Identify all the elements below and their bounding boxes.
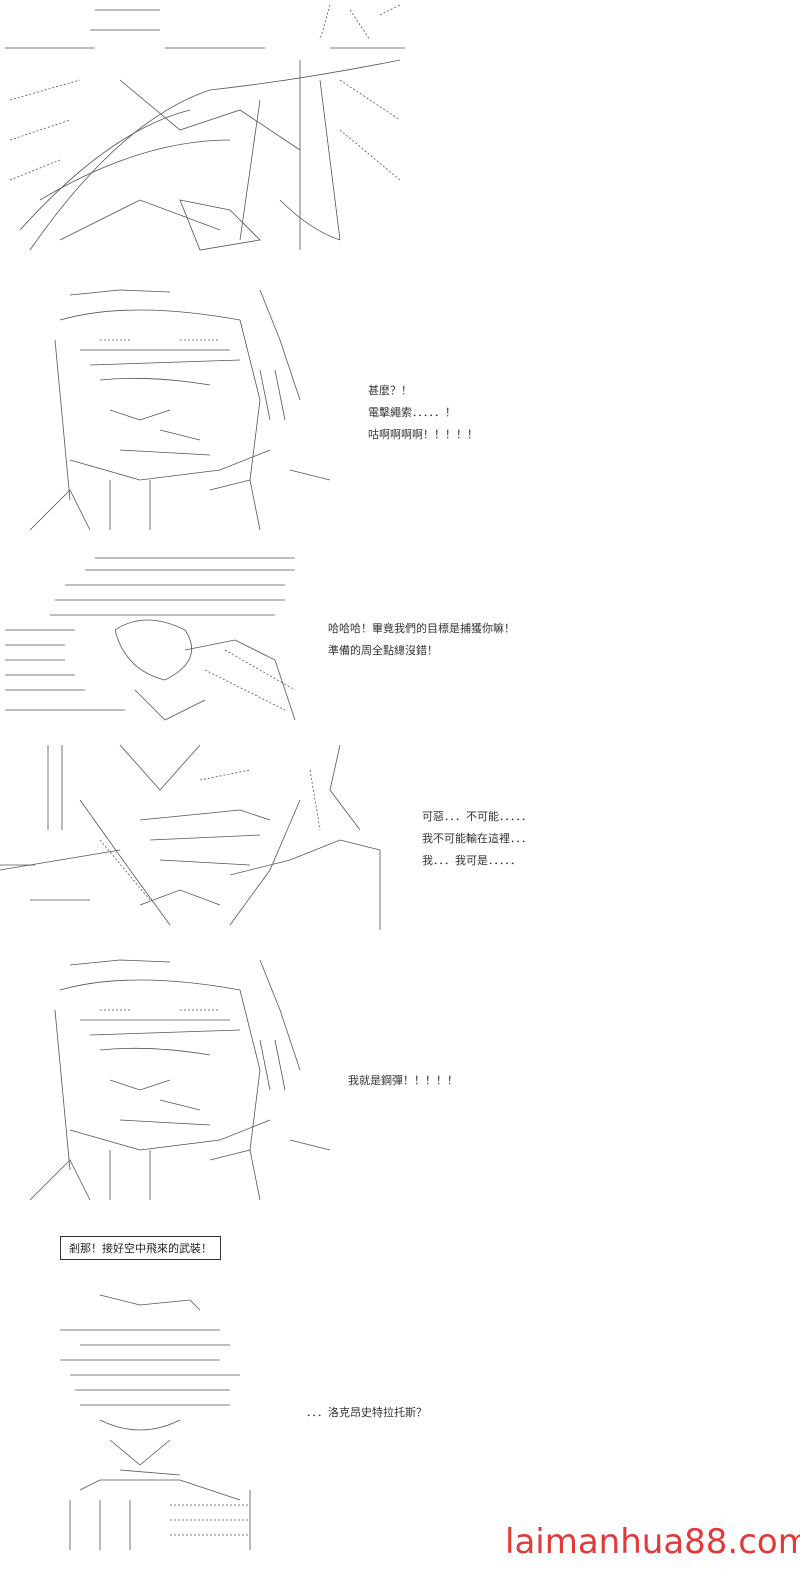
character-ascii-art bbox=[60, 1294, 251, 1550]
panel-bound: 可惡．．．不可能．．．．． 我不可能輸在這裡．．． 我．．．我可是．．．．． bbox=[0, 740, 800, 940]
dialog-line: 電擊繩索．．．．．！ bbox=[368, 406, 456, 419]
dialog-line: 準備的周全點總沒錯！ bbox=[328, 644, 438, 657]
dialog-line: 我就是鋼彈！！！！！ bbox=[348, 1074, 458, 1087]
dialog-block: 可惡．．．不可能．．．．． 我不可能輸在這裡．．． 我．．．我可是．．．．． bbox=[422, 806, 532, 872]
dialog-line: 我不可能輸在這裡．．． bbox=[422, 832, 532, 845]
dialog-line: 我．．．我可是．．．．． bbox=[422, 854, 521, 867]
armored-character-ascii-art bbox=[5, 557, 296, 721]
dialog-line: 咕啊啊啊啊！！！！！ bbox=[368, 428, 478, 441]
bound-character-ascii-art bbox=[0, 744, 381, 930]
dialog-block: 哈哈哈！畢竟我們的目標是捕獲你嘛！ 準備的周全點總沒錯！ bbox=[328, 618, 515, 662]
dialog-line: ．．．洛克昂史特拉托斯？ bbox=[306, 1406, 427, 1419]
panel-armored: 哈哈哈！畢竟我們的目標是捕獲你嘛！ 準備的周全點總沒錯！ bbox=[0, 550, 800, 730]
panel-face-1: 甚麼？！ 電擊繩索．．．．．！ 咕啊啊啊啊！！！！！ bbox=[0, 280, 800, 540]
panel-face-2: 我就是鋼彈！！！！！ bbox=[0, 950, 800, 1210]
dialog-line: 哈哈哈！畢竟我們的目標是捕獲你嘛！ bbox=[328, 622, 515, 635]
watermark: laimanhua88.com bbox=[505, 1522, 800, 1562]
explosion-ascii-art bbox=[5, 4, 405, 251]
dialog-line: 甚麼？！ bbox=[368, 384, 412, 397]
character-face-ascii-art bbox=[29, 289, 331, 531]
dialog-line: 可惡．．．不可能．．．．． bbox=[422, 810, 532, 823]
caption-box: 剎那！接好空中飛來的武裝！ bbox=[60, 1236, 221, 1260]
panel-character-3: ．．．洛克昂史特拉托斯？ bbox=[0, 1290, 800, 1560]
panel-explosion bbox=[0, 0, 800, 270]
dialog-block: 甚麼？！ 電擊繩索．．．．．！ 咕啊啊啊啊！！！！！ bbox=[368, 380, 478, 446]
character-face-ascii-art bbox=[29, 959, 331, 1201]
dialog-block: ．．．洛克昂史特拉托斯？ bbox=[306, 1402, 427, 1424]
dialog-block: 我就是鋼彈！！！！！ bbox=[348, 1070, 458, 1092]
